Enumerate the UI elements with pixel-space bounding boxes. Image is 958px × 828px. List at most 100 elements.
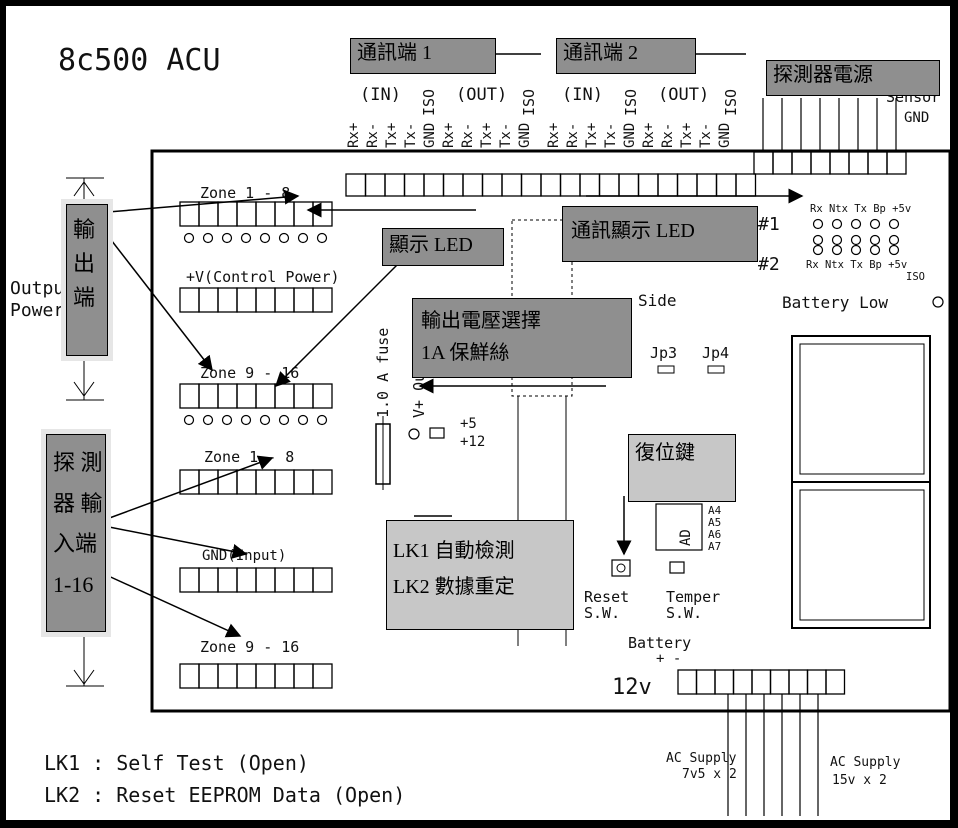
- gnd-label: GND: [904, 110, 929, 126]
- control-power-terminal: [217, 287, 238, 313]
- ac-supply-2-voltage: 15v x 2: [832, 773, 887, 788]
- pin-label: Tx-: [603, 123, 619, 148]
- zone-9-16-input-label: Zone 9 - 16: [200, 638, 299, 656]
- port1-in-label: (IN): [360, 85, 401, 105]
- comm-set-2-led: [812, 244, 824, 256]
- comm-set-1b-led: [869, 234, 881, 246]
- arrow-output-to-zone1: [107, 189, 300, 213]
- zone-9-16-input-terminal: [293, 663, 314, 689]
- zone-9-16-input-terminal: [274, 663, 295, 689]
- fuse-label: 1.0 A fuse: [374, 328, 392, 418]
- pin-label: Tx-: [403, 123, 419, 148]
- top-connector-terminal: [657, 173, 679, 197]
- zone-9-16-output-terminal: [274, 383, 295, 409]
- pin-label: Rx+: [546, 123, 562, 148]
- detector-input-line-1: 探 測: [53, 450, 103, 475]
- reset-switch-label: Reset: [584, 588, 629, 606]
- sensor-connector-terminal: [810, 151, 831, 175]
- zone-1-8-input-terminal: [312, 469, 333, 495]
- port2-out-label: (OUT): [658, 85, 709, 105]
- lk-notes-line-1: LK1 自動檢測: [393, 540, 515, 562]
- terminal-row-gnd-input: [179, 567, 333, 593]
- terminal-row-control-power: [179, 287, 333, 313]
- top-connector-terminal: [579, 173, 601, 197]
- zone-9-16-led: [316, 414, 328, 426]
- pin-label: Rx-: [460, 123, 476, 148]
- comm-set-1b-led: [850, 234, 862, 246]
- comm-set-1-led: [812, 218, 824, 230]
- zone-1-8-led: [183, 232, 195, 244]
- control-power-terminal: [312, 287, 333, 313]
- sensor-connector-terminal: [867, 151, 888, 175]
- led-row-zone-1-8: [183, 232, 328, 244]
- callout-reset-key: 復位鍵: [628, 434, 736, 502]
- callout-arrows: [103, 188, 804, 638]
- pin-label: GND: [422, 123, 438, 148]
- zone-9-16-output-terminal: [198, 383, 219, 409]
- callout-output-terminal: 輸 出 端: [66, 204, 108, 356]
- gnd-input-terminal: [255, 567, 276, 593]
- comm-set-1-led: [869, 218, 881, 230]
- zone-9-16-led: [221, 414, 233, 426]
- comm-set-1-led: [888, 218, 900, 230]
- pin-label: Tx-: [698, 123, 714, 148]
- pin-label: GND: [517, 123, 533, 148]
- zone-1-8-output-terminal: [217, 201, 238, 227]
- top-connector-terminal: [403, 173, 425, 197]
- pin-label: Tx-: [498, 123, 514, 148]
- reset-switch-button: [616, 563, 626, 573]
- zone-9-16-output-label: Zone 9 - 16: [200, 364, 299, 382]
- zone-1-8-led: [316, 232, 328, 244]
- port1-iso-label-2: ISO: [520, 89, 538, 116]
- led-row-1-labels: Rx Ntx Tx Bp +5v: [810, 203, 911, 215]
- top-connector-terminal: [540, 173, 562, 197]
- port1-iso-label: ISO: [420, 89, 438, 116]
- top-connector-terminal: [637, 173, 659, 197]
- callout-output-voltage: 輸出電壓選擇 1A 保鮮絲: [412, 298, 632, 378]
- gnd-input-terminal: [274, 567, 295, 593]
- zone-1-8-input-label: Zone 1 - 8: [204, 448, 294, 466]
- temper-switch-label: Temper: [666, 588, 720, 606]
- gnd-input-terminal: [217, 567, 238, 593]
- top-connector-terminal: [696, 173, 718, 197]
- port2-iso-label: ISO: [622, 89, 640, 116]
- pin-label: Rx-: [565, 123, 581, 148]
- pin-label: Tx+: [479, 123, 495, 148]
- zone-1-8-led: [297, 232, 309, 244]
- temper-switch-sw-label: S.W.: [666, 604, 702, 622]
- zone-1-8-input-terminal: [274, 469, 295, 495]
- plus5-label: +5: [460, 416, 477, 432]
- zone-9-16-input-terminal: [198, 663, 219, 689]
- gnd-input-terminal: [312, 567, 333, 593]
- detector-input-line-2: 器 輸: [53, 490, 103, 516]
- output-bracket-arrow-down: [73, 381, 95, 397]
- control-power-terminal: [293, 287, 314, 313]
- arrow-input-gnd: [103, 525, 248, 559]
- jp3-jumper: [657, 365, 675, 374]
- zone-9-16-led: [259, 414, 271, 426]
- pin-label: GND: [622, 123, 638, 148]
- battery-label: Battery: [628, 634, 691, 652]
- address-a5: A5: [708, 516, 721, 529]
- comm-set-2-led: [888, 244, 900, 256]
- address-switch: [655, 503, 703, 551]
- output-voltage-line-2: 1A 保鮮絲: [421, 342, 510, 364]
- top-connector-terminal: [384, 173, 406, 197]
- jp4-jumper: [707, 365, 725, 374]
- gnd-input-terminal: [293, 567, 314, 593]
- port2-in-label: (IN): [562, 85, 603, 105]
- top-connector-terminal: [618, 173, 640, 197]
- ac-supply-wires: [727, 694, 819, 816]
- led-row-2-labels: Rx Ntx Tx Bp +5v: [806, 259, 907, 271]
- ac-supply-1-label: AC Supply: [666, 751, 737, 766]
- battery-ac-terminal: [714, 669, 735, 695]
- top-connector-terminal: [481, 173, 503, 197]
- sensor-connector-terminal: [848, 151, 869, 175]
- zone-9-16-led: [278, 414, 290, 426]
- pin-label: Rx-: [365, 123, 381, 148]
- zone-1-8-output-terminal: [198, 201, 219, 227]
- top-connector-terminal: [520, 173, 542, 197]
- output-terminal-char-3: 端: [73, 285, 96, 311]
